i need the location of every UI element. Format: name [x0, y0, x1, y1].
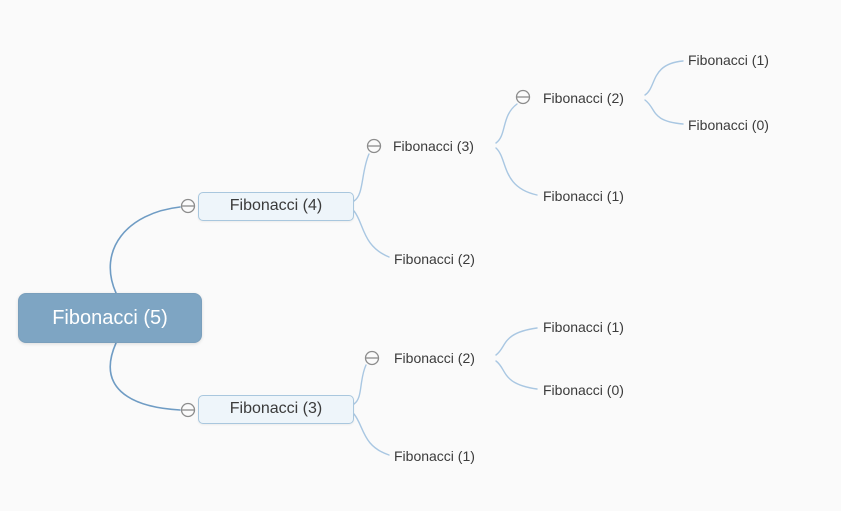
- edge-fib4-to-fib2a: [353, 210, 390, 258]
- edge-fib2t-to-fib1t: [644, 60, 684, 96]
- collapse-minus-icon[interactable]: [180, 402, 196, 418]
- collapse-minus-icon[interactable]: [515, 89, 531, 105]
- collapse-minus-icon[interactable]: [180, 198, 196, 214]
- edge-fib5-to-fib4: [109, 206, 181, 294]
- edge-fib2b-to-fib0b: [495, 360, 538, 390]
- edge-fib3t-to-fib1a: [495, 147, 538, 196]
- edge-fib3t-to-fib2t: [495, 103, 518, 144]
- mindmap-node-fib3b[interactable]: Fibonacci (3): [198, 394, 354, 424]
- mindmap-node-fib2t[interactable]: Fibonacci (2): [543, 90, 624, 106]
- node-label: Fibonacci (3): [229, 400, 323, 417]
- mindmap-node-fib0b[interactable]: Fibonacci (0): [543, 382, 624, 398]
- node-label: Fibonacci (0): [688, 117, 769, 133]
- node-label: Fibonacci (2): [394, 350, 475, 366]
- node-label: Fibonacci (1): [688, 52, 769, 68]
- mindmap-node-fib4[interactable]: Fibonacci (4): [198, 191, 354, 221]
- mindmap-node-fib1t[interactable]: Fibonacci (1): [688, 52, 769, 68]
- node-label: Fibonacci (1): [543, 188, 624, 204]
- mindmap-node-fib2b[interactable]: Fibonacci (2): [394, 350, 475, 366]
- mindmap-node-fib0t[interactable]: Fibonacci (0): [688, 117, 769, 133]
- mindmap-node-fib5[interactable]: Fibonacci (5): [18, 293, 202, 343]
- node-label: Fibonacci (2): [543, 90, 624, 106]
- edge-fib2b-to-fib1b: [495, 327, 538, 356]
- node-label: Fibonacci (0): [543, 382, 624, 398]
- mindmap-node-fib1b[interactable]: Fibonacci (1): [543, 319, 624, 335]
- node-label: Fibonacci (1): [543, 319, 624, 335]
- node-label: Fibonacci (1): [394, 448, 475, 464]
- node-label: Fibonacci (5): [52, 306, 168, 329]
- collapse-minus-icon[interactable]: [364, 350, 380, 366]
- mindmap-node-fib2a[interactable]: Fibonacci (2): [394, 251, 475, 267]
- mindmap-node-fib1a[interactable]: Fibonacci (1): [543, 188, 624, 204]
- edge-fib3b-to-fib1c: [353, 413, 390, 456]
- node-label: Fibonacci (4): [229, 197, 323, 214]
- edge-fib3b-to-fib2b: [353, 364, 367, 405]
- node-label: Fibonacci (3): [393, 138, 474, 154]
- edge-fib4-to-fib3t: [353, 153, 370, 202]
- mindmap-node-fib1c[interactable]: Fibonacci (1): [394, 448, 475, 464]
- mindmap-node-fib3t[interactable]: Fibonacci (3): [393, 138, 474, 154]
- edge-fib2t-to-fib0t: [644, 99, 684, 125]
- collapse-minus-icon[interactable]: [366, 138, 382, 154]
- node-label: Fibonacci (2): [394, 251, 475, 267]
- edge-fib5-to-fib3b: [109, 342, 181, 411]
